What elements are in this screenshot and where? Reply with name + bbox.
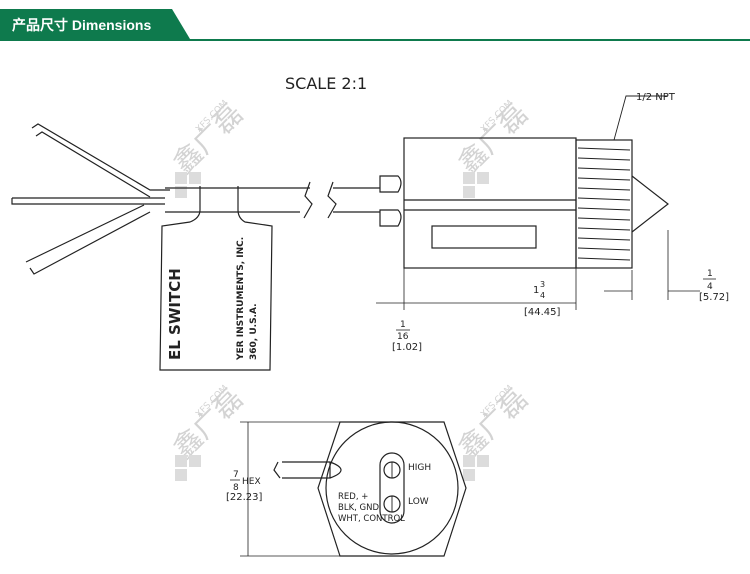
cable-tag: [159, 186, 273, 371]
high-label: HIGH: [408, 463, 431, 473]
body-window: [431, 225, 537, 249]
wire-3-inner: [25, 204, 145, 263]
thread-label: 1/2 NPT: [636, 92, 676, 103]
section-tab: 产品尺寸 Dimensions: [0, 9, 190, 39]
wire-legend-blk: BLK, GND: [338, 503, 379, 513]
watermark-group: 鑫广磊 XFS.COM 鑫广磊 XFS.COM 鑫广磊 XFS.COM 鑫广磊 …: [167, 97, 535, 481]
watermark-brand: 鑫广磊: [452, 382, 535, 465]
probe-tip: [631, 175, 669, 233]
wire-2: [11, 198, 165, 205]
body-circle: [325, 421, 459, 555]
length-mm: [44.45]: [524, 307, 561, 318]
length-den: 4: [540, 291, 545, 300]
section-title: 产品尺寸 Dimensions: [12, 17, 152, 33]
side-view: [11, 95, 700, 371]
terminal-block: [379, 452, 405, 524]
wire-legend-wht: WHT, CONTROL: [338, 514, 405, 524]
lead-mm: [1.02]: [392, 342, 422, 353]
length-whole: 1: [533, 285, 539, 296]
hex-outline: [317, 421, 467, 557]
npt-thread: [575, 139, 633, 269]
scale-label: SCALE 2:1: [285, 74, 367, 93]
lead-den: 16: [397, 332, 409, 342]
thread-lines: [577, 147, 631, 261]
watermark-logo-squares: [175, 172, 489, 481]
tip-den: 4: [707, 282, 713, 292]
end-view-cable-break: [273, 461, 281, 479]
tag-text-switch: EL SWITCH: [166, 268, 184, 360]
extension-lines: [403, 230, 669, 310]
length-num: 3: [540, 280, 545, 289]
tag-text-company: YER INSTRUMENTS, INC.: [236, 237, 246, 361]
watermark-brand: 鑫广磊: [167, 97, 250, 180]
tip-mm: [5.72]: [699, 292, 729, 303]
end-view-cable: [282, 461, 342, 479]
wire-legend-red: RED, +: [338, 492, 368, 502]
cable-break-right: [327, 181, 337, 219]
section-header: 产品尺寸 Dimensions: [0, 0, 750, 50]
lead-connector-top: [379, 175, 402, 193]
body-band: [404, 199, 576, 211]
wire-1: [31, 123, 170, 191]
hex-mm: [22.23]: [226, 492, 263, 503]
hex-dimension-lines: [240, 421, 340, 557]
lead-num: 1: [400, 320, 406, 330]
cable-right: [333, 187, 380, 213]
tip-num: 1: [707, 269, 713, 279]
cable-break-left: [303, 181, 313, 219]
tag-text-address: 360, U.S.A.: [249, 303, 259, 360]
end-view: [240, 421, 467, 557]
hex-unit: HEX: [242, 477, 261, 487]
wire-1-inner: [35, 131, 151, 198]
low-label: LOW: [408, 497, 429, 507]
npt-leader: [613, 95, 668, 141]
lead-connector-bottom: [379, 209, 402, 227]
hex-num: 7: [233, 470, 239, 480]
watermark-brand: 鑫广磊: [167, 382, 250, 465]
wire-3: [29, 211, 151, 275]
header-divider: [0, 39, 750, 41]
hex-den: 8: [233, 483, 239, 493]
